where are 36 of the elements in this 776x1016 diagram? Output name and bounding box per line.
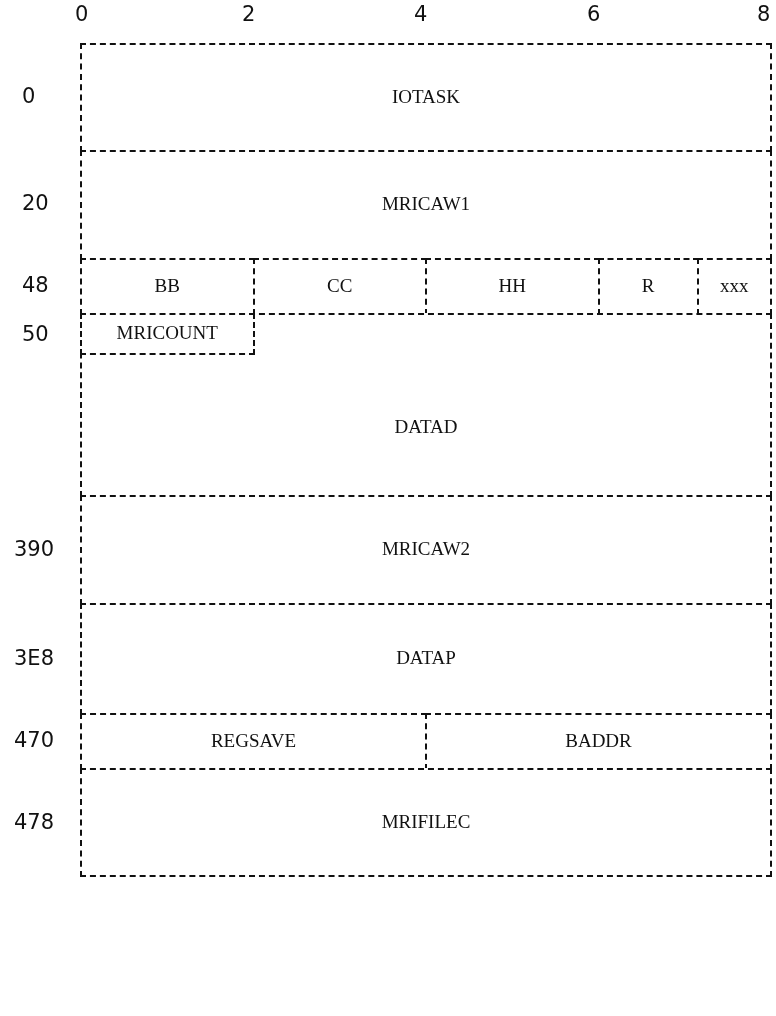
column-offset: 2 xyxy=(242,2,256,26)
field-box xyxy=(80,603,772,715)
field-name: BADDR xyxy=(564,729,633,752)
row-offset: 478 xyxy=(14,810,55,834)
column-offset: 4 xyxy=(414,2,428,26)
field-name: MRIFILEC xyxy=(380,810,472,833)
column-offset: 8 xyxy=(757,2,771,26)
row-offset: 50 xyxy=(22,322,49,346)
field-name: MRICOUNT xyxy=(115,322,219,344)
field-box xyxy=(80,768,772,877)
row-offset: 0 xyxy=(22,84,36,108)
row-offset: 3E8 xyxy=(14,646,54,670)
column-offset: 6 xyxy=(587,2,601,26)
field-name: xxx xyxy=(719,274,750,297)
field-name: BB xyxy=(153,274,181,297)
field-name: REGSAVE xyxy=(209,729,298,752)
row-offset: 470 xyxy=(14,728,55,752)
field-name: R xyxy=(640,274,656,297)
field-box xyxy=(80,313,255,355)
row-offset: 390 xyxy=(14,537,55,561)
field-name: IOTASK xyxy=(390,85,462,108)
field-box xyxy=(80,43,772,152)
field-name: HH xyxy=(497,274,527,297)
field-box xyxy=(80,495,772,605)
field-box xyxy=(80,713,427,770)
row-offset: 48 xyxy=(22,273,49,297)
field-name: MRICAW2 xyxy=(380,538,472,560)
column-offset: 0 xyxy=(75,2,89,26)
field-name: MRICAW1 xyxy=(380,193,472,215)
row-offset: 20 xyxy=(22,191,49,215)
field-name: CC xyxy=(326,274,354,297)
field-name: DATAD xyxy=(393,416,459,438)
field-name: DATAP xyxy=(395,647,457,669)
field-box xyxy=(80,150,772,260)
field-box xyxy=(80,313,772,497)
field-box xyxy=(425,713,772,770)
